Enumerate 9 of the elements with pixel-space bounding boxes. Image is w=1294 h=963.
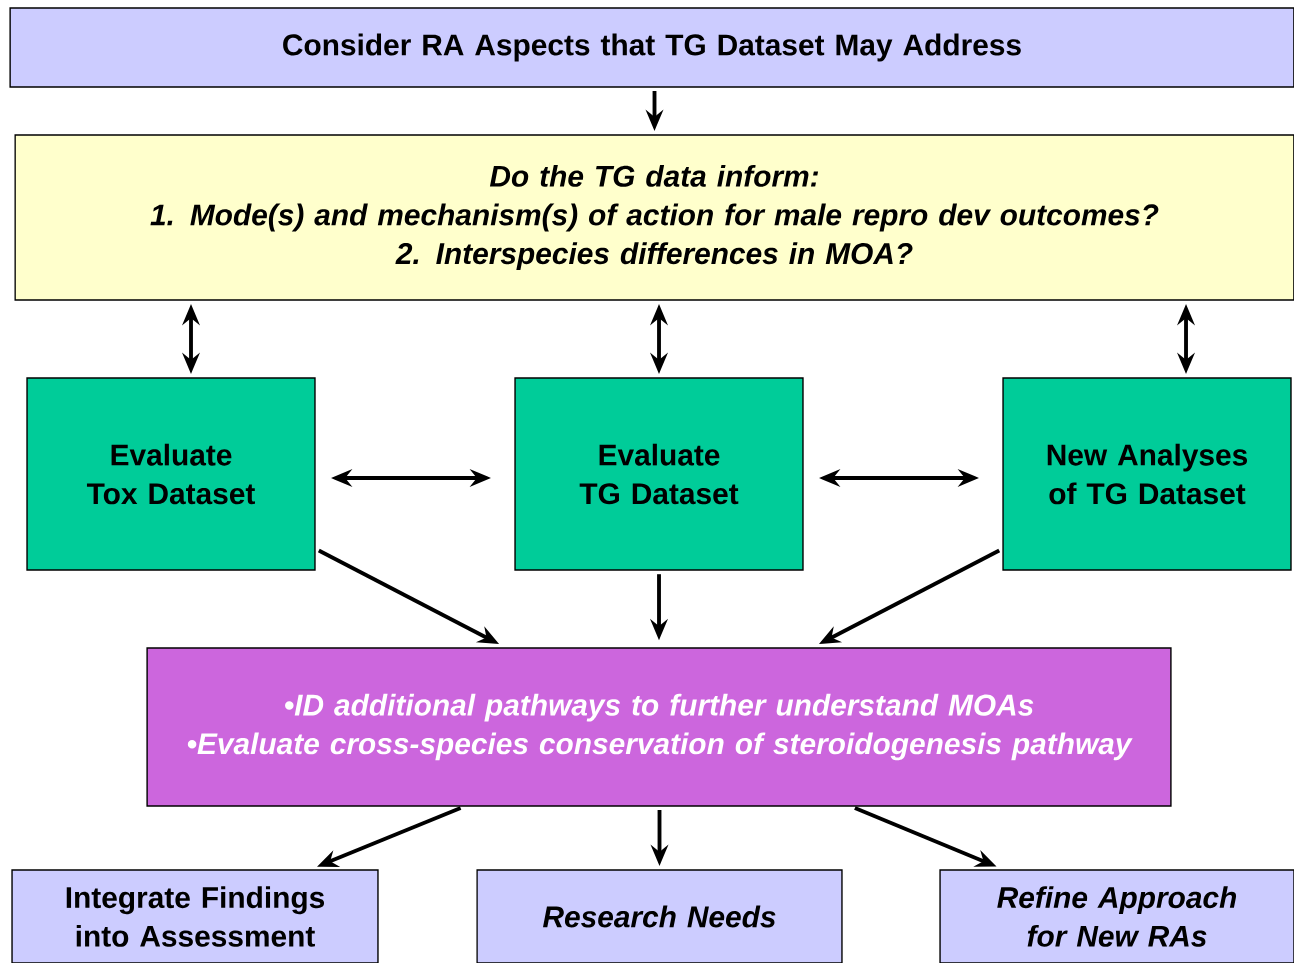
question-box: Do the TG data inform: 1. Mode(s) and mechanism(s) of action for male repro dev outcomes? 2. Interspecies differences in MOA? <box>14 134 1294 301</box>
process-box: •ID additional pathways to further understand MOAs •Evaluate cross-species conservation of steroidogenesis pathway <box>146 647 1172 807</box>
outcome-box: Research Needs <box>476 869 843 963</box>
process-box: Evaluate Tox Dataset <box>26 377 316 571</box>
outcome-box: Integrate Findings into Assessment <box>11 869 379 963</box>
process-box: Consider RA Aspects that TG Dataset May Address <box>9 7 1294 88</box>
process-box: Evaluate TG Dataset <box>514 377 804 571</box>
process-box: New Analyses of TG Dataset <box>1002 377 1292 571</box>
outcome-box: Refine Approach for New RAs <box>939 869 1294 963</box>
